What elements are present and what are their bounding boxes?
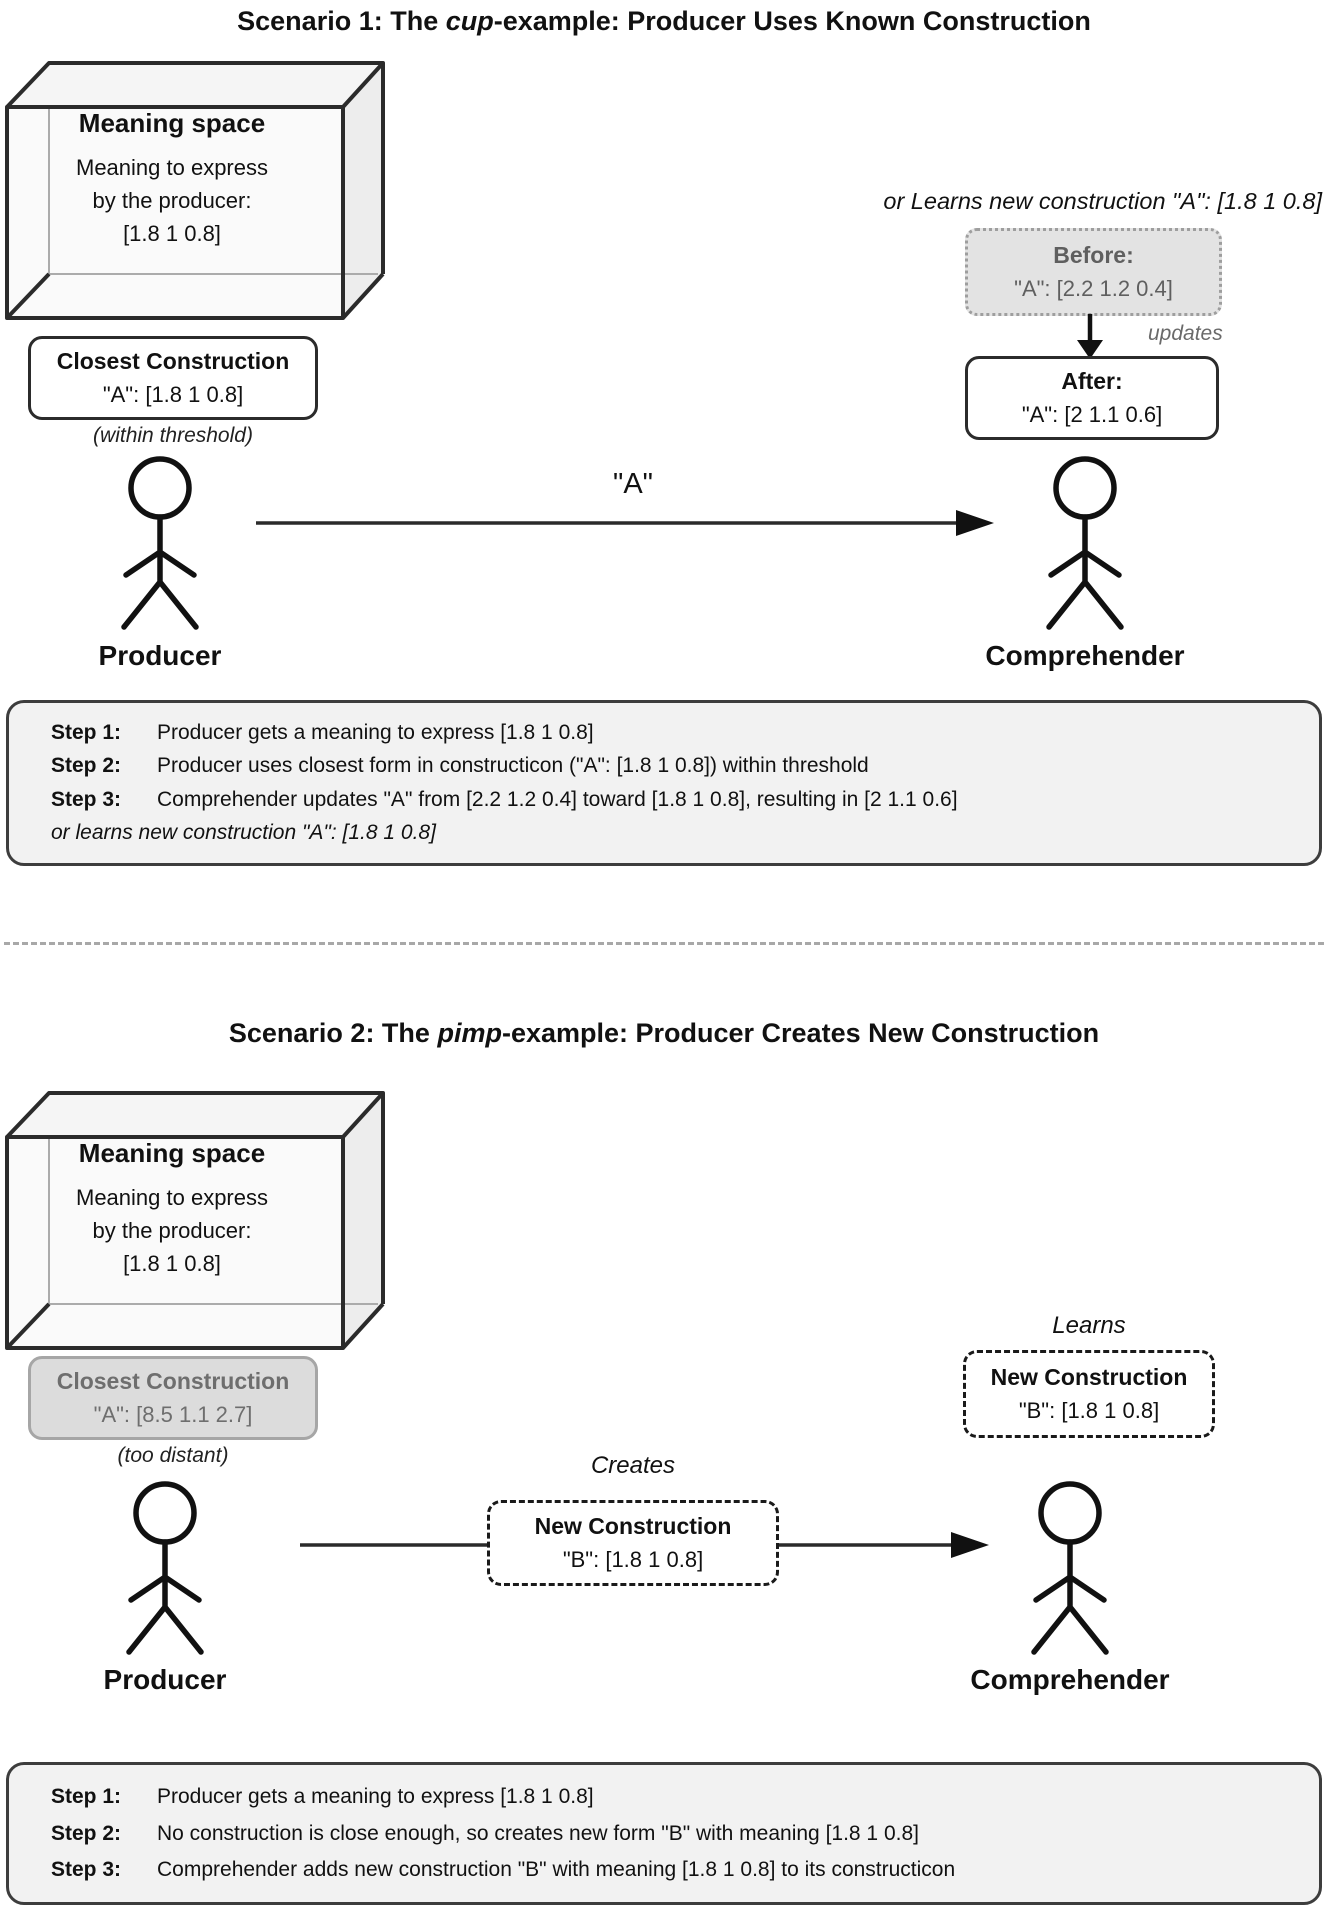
scenario1-steps-box: Step 1: Producer gets a meaning to expre…: [6, 700, 1322, 866]
creates-label: Creates: [590, 1452, 676, 1479]
scenario1-meaning-space: Meaning space Meaning to express by the …: [22, 108, 322, 250]
too-distant-note: (too distant): [117, 1444, 229, 1467]
step-label: Step 2:: [51, 754, 122, 778]
meaning-space-title: Meaning space: [78, 1138, 266, 1168]
step-label: Step 1:: [51, 1785, 122, 1809]
step-row: Step 2: Producer uses closest form in co…: [51, 754, 1291, 778]
closest-construction-value: "A": [8.5 1.1 2.7]: [93, 1402, 253, 1427]
step-row: Step 3: Comprehender updates "A" from [2…: [51, 788, 1291, 812]
created-new-construction-box: New Construction "B": [1.8 1 0.8]: [487, 1500, 779, 1586]
step-text: Producer gets a meaning to express [1.8 …: [157, 720, 594, 744]
step-text: Comprehender adds new construction "B" w…: [157, 1857, 956, 1881]
new-construction-title: New Construction: [990, 1364, 1188, 1390]
steps-note: or learns new construction "A": [1.8 1 0…: [51, 821, 436, 845]
producer-figure-icon: [100, 455, 220, 640]
scenario1-title-prefix: Scenario 1: The: [237, 6, 446, 36]
step-text: Producer uses closest form in constructi…: [157, 754, 869, 778]
comprehender-label: Comprehender: [970, 1664, 1170, 1695]
step-row: Step 3: Comprehender adds new constructi…: [51, 1858, 1291, 1882]
before-box: Before: "A": [2.2 1.2 0.4]: [965, 228, 1222, 316]
scenario2-closest-construction-box: Closest Construction "A": [8.5 1.1 2.7]: [28, 1356, 318, 1440]
scenario2-title-suffix: -example: Producer Creates New Construct…: [501, 1018, 1100, 1048]
after-title: After:: [1061, 368, 1123, 394]
comprehender-figure-icon: [1025, 455, 1145, 640]
meaning-space-line: by the producer:: [92, 188, 252, 213]
step-label: Step 3:: [51, 787, 122, 811]
scenario2-steps-box: Step 1: Producer gets a meaning to expre…: [6, 1762, 1322, 1905]
step-row: Step 2: No construction is close enough,…: [51, 1822, 1291, 1846]
scenario2-meaning-space: Meaning space Meaning to express by the …: [22, 1138, 322, 1280]
step-row: Step 1: Producer gets a meaning to expre…: [51, 1785, 1291, 1809]
message-arrow-icon: [256, 510, 994, 536]
step-label: Step 3:: [51, 1857, 122, 1881]
producer-label: Producer: [98, 640, 222, 671]
producer-figure-icon: [105, 1480, 225, 1665]
comprehender-label: Comprehender: [985, 640, 1185, 671]
scenario2-title-prefix: Scenario 2: The: [228, 1018, 438, 1048]
meaning-space-line: [1.8 1 0.8]: [123, 221, 221, 246]
after-value: "A": [2 1.1 0.6]: [1021, 402, 1163, 427]
meaning-space-line: [1.8 1 0.8]: [123, 1251, 221, 1276]
meaning-space-line: Meaning to express: [76, 1185, 268, 1210]
step-text: Producer gets a meaning to express [1.8 …: [157, 1785, 594, 1809]
comprehender-figure-icon: [1010, 1480, 1130, 1665]
step-text: Comprehender updates "A" from [2.2 1.2 0…: [157, 787, 958, 811]
update-arrow-icon: [1077, 314, 1103, 359]
new-construction-value: "B": [1.8 1 0.8]: [1018, 1398, 1160, 1423]
scenario1-title: Scenario 1: The cup-example: Producer Us…: [0, 6, 1328, 37]
scenario1-closest-construction-box: Closest Construction "A": [1.8 1 0.8]: [28, 336, 318, 420]
meaning-space-line: by the producer:: [92, 1218, 252, 1243]
step-label: Step 2:: [51, 1821, 122, 1845]
learned-new-construction-box: New Construction "B": [1.8 1 0.8]: [963, 1350, 1215, 1438]
scenario2-title-word: pimp: [437, 1018, 502, 1048]
updates-label: updates: [1148, 322, 1223, 345]
section-divider: [4, 942, 1324, 945]
closest-construction-value: "A": [1.8 1 0.8]: [102, 382, 244, 407]
before-title: Before:: [1053, 242, 1134, 268]
producer-label: Producer: [103, 1664, 227, 1695]
meaning-space-line: Meaning to express: [76, 155, 268, 180]
meaning-space-title: Meaning space: [78, 108, 266, 138]
closest-construction-title: Closest Construction: [56, 1368, 290, 1394]
closest-construction-title: Closest Construction: [56, 348, 290, 374]
or-learns-note: or Learns new construction "A": [1.8 1 0…: [883, 188, 1322, 214]
after-box: After: "A": [2 1.1 0.6]: [965, 356, 1219, 440]
step-row: Step 1: Producer gets a meaning to expre…: [51, 721, 1291, 745]
within-threshold-note: (within threshold): [93, 424, 253, 447]
step-text: No construction is close enough, so crea…: [157, 1821, 919, 1845]
scenario1-title-word: cup: [445, 6, 494, 36]
before-value: "A": [2.2 1.2 0.4]: [1014, 276, 1173, 301]
learns-label: Learns: [1052, 1312, 1126, 1339]
message-a-label: "A": [613, 468, 653, 500]
new-construction-value: "B": [1.8 1 0.8]: [562, 1547, 704, 1572]
new-construction-title: New Construction: [534, 1513, 732, 1539]
scenario2-title: Scenario 2: The pimp-example: Producer C…: [0, 1018, 1328, 1049]
scenario1-title-suffix: -example: Producer Uses Known Constructi…: [493, 6, 1091, 36]
step-label: Step 1:: [51, 720, 122, 744]
